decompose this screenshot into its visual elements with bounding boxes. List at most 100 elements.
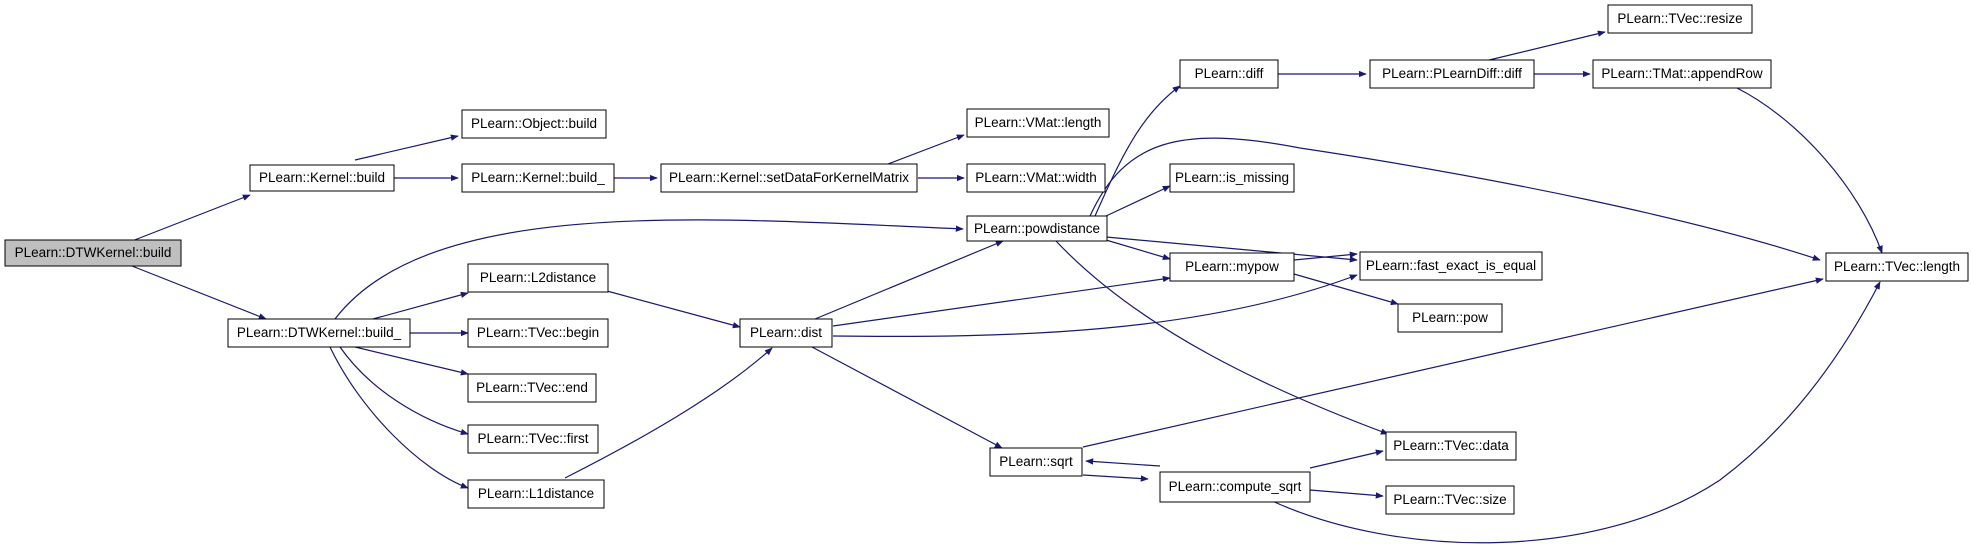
edge-dtw-build-to-dtw-build-underscore <box>131 265 267 320</box>
node-box <box>1369 59 1535 89</box>
node-box <box>739 318 833 348</box>
edge-dtw-build-underscore-to-powdistance <box>334 219 964 320</box>
node-box <box>966 108 1110 138</box>
edge-powdistance-to-fast-exact <box>1105 236 1358 263</box>
edge-dist-to-fast-exact <box>832 274 1358 337</box>
node-box <box>1397 303 1503 333</box>
node-box <box>4 239 182 267</box>
node-label: PLearn::DTWKernel::build <box>15 245 172 260</box>
node-box <box>461 163 615 193</box>
edge-powdistance-to-mypow <box>1105 239 1171 261</box>
node-diff[interactable]: PLearn::diff <box>1179 59 1279 89</box>
edge-powdistance-to-tvec-length <box>1089 137 1821 261</box>
node-vmat-width[interactable]: PLearn::VMat::width <box>966 163 1106 193</box>
edge-plearndiff-to-tvec-resize <box>1484 30 1606 62</box>
edge-powdistance-to-tvec-data <box>1055 240 1389 435</box>
node-box <box>227 318 411 348</box>
node-label: PLearn::L1distance <box>478 486 594 501</box>
nodes-layer: PLearn::DTWKernel::build PLearn::Kernel:… <box>4 4 1969 515</box>
node-label: PLearn::L2distance <box>480 270 596 285</box>
node-box <box>467 318 609 348</box>
node-label: PLearn::Kernel::setDataForKernelMatrix <box>669 170 909 185</box>
node-label: PLearn::dist <box>750 325 822 340</box>
node-label: PLearn::pow <box>1412 310 1488 325</box>
node-label: PLearn::DTWKernel::build_ <box>237 325 402 340</box>
node-l1distance[interactable]: PLearn::L1distance <box>467 479 605 509</box>
edge-dtw-build-underscore-to-tvec-first <box>339 346 469 436</box>
node-box <box>461 109 607 139</box>
edge-dtw-build-underscore-to-l1distance <box>329 346 469 489</box>
node-label: PLearn::TVec::data <box>1393 438 1509 453</box>
node-plearndiff-diff[interactable]: PLearn::PLearnDiff::diff <box>1369 59 1535 89</box>
node-fast-exact-is-equal[interactable]: PLearn::fast_exact_is_equal <box>1359 251 1543 281</box>
edge-kernel-build-to-object-build <box>354 134 459 161</box>
edge-mypow-to-fast-exact <box>1293 251 1358 261</box>
edge-compute-sqrt-to-tvec-length <box>1269 281 1881 544</box>
edge-mypow-to-pow <box>1293 273 1399 306</box>
node-label: PLearn::powdistance <box>974 221 1100 236</box>
node-sqrt[interactable]: PLearn::sqrt <box>989 447 1083 477</box>
node-box <box>1359 251 1543 281</box>
node-mypow[interactable]: PLearn::mypow <box>1169 252 1295 282</box>
node-tvec-length[interactable]: PLearn::TVec::length <box>1825 252 1969 282</box>
node-l2distance[interactable]: PLearn::L2distance <box>467 263 609 293</box>
node-label: PLearn::mypow <box>1185 259 1279 274</box>
node-tvec-first[interactable]: PLearn::TVec::first <box>467 424 599 454</box>
node-label: PLearn::TVec::first <box>477 431 588 446</box>
node-box <box>1385 431 1517 461</box>
node-label: PLearn::diff <box>1195 66 1264 81</box>
node-box <box>1592 59 1772 89</box>
edge-sqrt-to-tvec-length <box>1082 277 1824 448</box>
node-compute-sqrt[interactable]: PLearn::compute_sqrt <box>1159 471 1311 503</box>
edge-setdata-to-vmat-length <box>887 134 965 165</box>
node-pow[interactable]: PLearn::pow <box>1397 303 1503 333</box>
edge-powdistance-to-is-missing <box>1105 185 1171 217</box>
node-kernel-build[interactable]: PLearn::Kernel::build <box>249 164 395 192</box>
node-tvec-size[interactable]: PLearn::TVec::size <box>1385 485 1515 515</box>
edge-dist-to-powdistance <box>814 240 1004 320</box>
node-vmat-length[interactable]: PLearn::VMat::length <box>966 108 1110 138</box>
node-box <box>1607 4 1753 34</box>
node-box <box>1825 252 1969 282</box>
edge-tmat-append-to-tvec-length <box>1736 87 1883 254</box>
edge-l2distance-to-dist <box>606 290 741 329</box>
node-kernel-build-underscore[interactable]: PLearn::Kernel::build_ <box>461 163 615 193</box>
node-label: PLearn::Object::build <box>471 116 597 131</box>
node-tvec-resize[interactable]: PLearn::TVec::resize <box>1607 4 1753 34</box>
node-box <box>467 373 597 403</box>
node-dist[interactable]: PLearn::dist <box>739 318 833 348</box>
node-tvec-end[interactable]: PLearn::TVec::end <box>467 373 597 403</box>
node-box <box>1385 485 1515 515</box>
node-box <box>660 163 918 193</box>
edge-dtw-build-underscore-to-l2distance <box>372 291 469 320</box>
node-powdistance[interactable]: PLearn::powdistance <box>966 215 1108 242</box>
node-object-build[interactable]: PLearn::Object::build <box>461 109 607 139</box>
node-dtwkernel-build[interactable]: PLearn::DTWKernel::build <box>4 239 182 267</box>
node-tvec-data[interactable]: PLearn::TVec::data <box>1385 431 1517 461</box>
node-is-missing[interactable]: PLearn::is_missing <box>1169 163 1295 193</box>
edge-dtw-build-to-kernel-build <box>131 194 251 242</box>
node-label: PLearn::PLearnDiff::diff <box>1382 66 1522 81</box>
node-box <box>467 479 605 509</box>
node-label: PLearn::TVec::size <box>1393 492 1506 507</box>
node-dtwkernel-build-underscore[interactable]: PLearn::DTWKernel::build_ <box>227 318 411 348</box>
edge-compute-sqrt-to-sqrt <box>1085 458 1161 467</box>
node-label: PLearn::Kernel::build <box>259 170 385 185</box>
node-box <box>1179 59 1279 89</box>
node-box <box>966 163 1106 193</box>
edge-compute-sqrt-to-tvec-data <box>1309 449 1384 469</box>
node-label: PLearn::compute_sqrt <box>1169 479 1302 494</box>
node-box <box>467 263 609 293</box>
edge-l1distance-to-dist <box>564 347 773 479</box>
node-setdataforkernelmatrix[interactable]: PLearn::Kernel::setDataForKernelMatrix <box>660 163 918 193</box>
node-box <box>1169 252 1295 282</box>
node-box <box>1159 471 1311 503</box>
edge-compute-sqrt-to-tvec-size <box>1309 489 1384 499</box>
edge-dist-to-mypow <box>832 275 1171 327</box>
node-tmat-appendrow[interactable]: PLearn::TMat::appendRow <box>1592 59 1772 89</box>
node-tvec-begin[interactable]: PLearn::TVec::begin <box>467 318 609 348</box>
node-label: PLearn::sqrt <box>999 454 1073 469</box>
node-label: PLearn::Kernel::build_ <box>471 170 605 185</box>
node-box <box>989 447 1083 477</box>
